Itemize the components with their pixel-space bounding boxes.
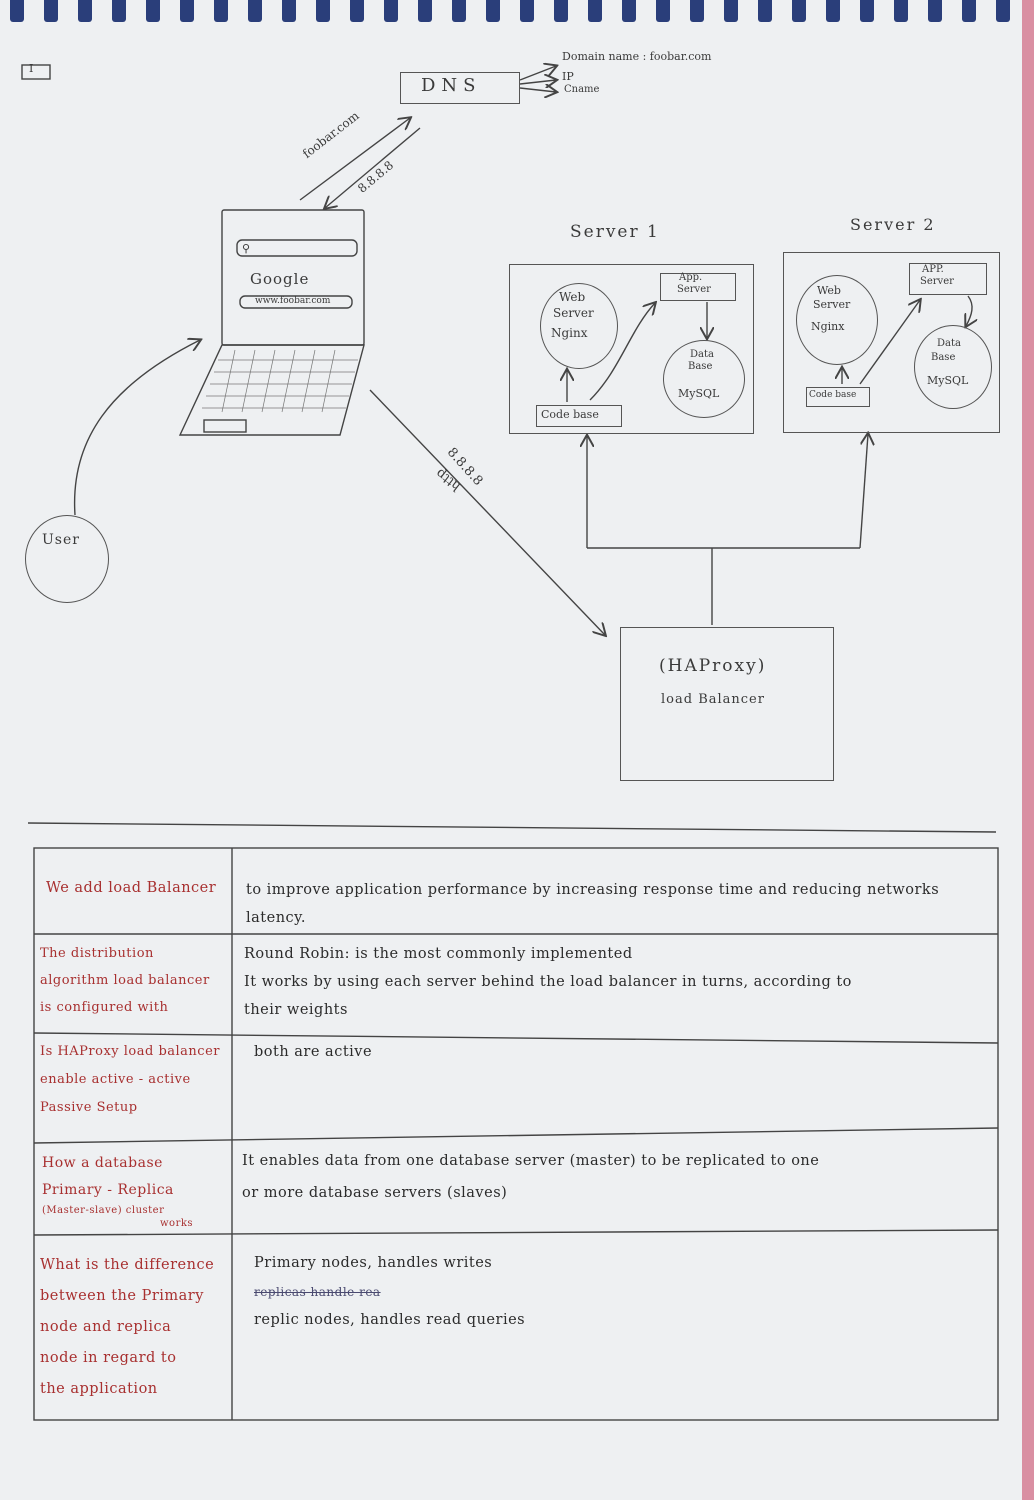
laptop-url-bar xyxy=(239,295,353,309)
qa-question-3: Is HAProxy load balancer enable active -… xyxy=(40,1044,220,1115)
laptop-touchpad xyxy=(203,419,247,433)
server2-web-server: Web Server Nginx xyxy=(796,275,878,365)
server1-codebase: Code base xyxy=(536,405,622,427)
qa-question-5: What is the difference between the Prima… xyxy=(40,1257,215,1397)
google-logo-text: Google xyxy=(250,270,310,288)
laptop-keyboard xyxy=(178,344,365,436)
s2-app-to-db xyxy=(966,295,972,326)
arrow-user-to-laptop xyxy=(73,340,200,516)
dns-record-ip: IP xyxy=(562,70,574,83)
s1-web-to-app xyxy=(589,303,655,401)
arrow-to-dns xyxy=(299,118,410,201)
dns-arrow-domain xyxy=(519,66,556,81)
qa-answer-4: It enables data from one database server… xyxy=(242,1153,820,1201)
load-balancer-subtitle: load Balancer xyxy=(661,692,765,707)
server1-box: Web Server Nginx App. Server Data Base M… xyxy=(509,264,754,434)
server2-codebase: Code base xyxy=(806,387,870,407)
dns-record-cname: Cname xyxy=(564,84,600,95)
qa-answer-5: Primary nodes, handles writes replicas h… xyxy=(254,1255,526,1328)
dns-label: DNS xyxy=(421,75,482,96)
qa-answer-1: to improve application performance by in… xyxy=(246,882,940,926)
dns-arrow-ip xyxy=(519,80,556,84)
dns-box: DNS xyxy=(400,72,520,104)
server2-database: Data Base MySQL xyxy=(914,325,992,409)
qa-table-frame xyxy=(33,847,999,1421)
server1-database: Data Base MySQL xyxy=(663,340,745,418)
server2-box: Web Server Nginx APP. Server Data Base M… xyxy=(783,252,1000,433)
corner-mark: I xyxy=(29,62,34,75)
qa-answer-3: both are active xyxy=(254,1044,373,1060)
laptop-search-bar xyxy=(236,239,358,257)
s2-web-to-app xyxy=(859,300,920,385)
user-label: User xyxy=(42,532,80,548)
load-balancer-title: (HAProxy) xyxy=(659,656,767,676)
server2-app-server: APP. Server xyxy=(909,263,987,295)
server1-title: Server 1 xyxy=(570,222,660,242)
server1-web-server: Web Server Nginx xyxy=(540,283,618,369)
server1-app-server: App. Server xyxy=(660,272,736,301)
corner-box xyxy=(21,64,51,80)
arrow-from-dns xyxy=(325,127,421,208)
server2-title: Server 2 xyxy=(850,215,936,234)
page-separator xyxy=(27,822,997,833)
page-edge xyxy=(1022,0,1034,1500)
load-balancer-box: (HAProxy) load Balancer xyxy=(620,627,834,781)
qa-question-1: We add load Balancer xyxy=(46,880,217,896)
arrow-laptop-to-lb xyxy=(369,389,605,635)
qa-question-2: The distribution algorithm load balancer… xyxy=(40,946,210,1015)
user-node: User xyxy=(25,515,109,603)
dns-arrow-cname xyxy=(519,88,556,92)
qa-answer-2: Round Robin: is the most commonly implem… xyxy=(244,946,852,1018)
qa-question-4: How a database Primary - Replica (Master… xyxy=(42,1155,194,1229)
laptop-url-text: www.foobar.com xyxy=(255,296,331,306)
laptop-keys xyxy=(202,349,358,413)
search-icon: ⚲ xyxy=(242,242,251,255)
dns-record-domain: Domain name : foobar.com xyxy=(562,50,712,63)
arrow-to-server2 xyxy=(859,434,868,549)
